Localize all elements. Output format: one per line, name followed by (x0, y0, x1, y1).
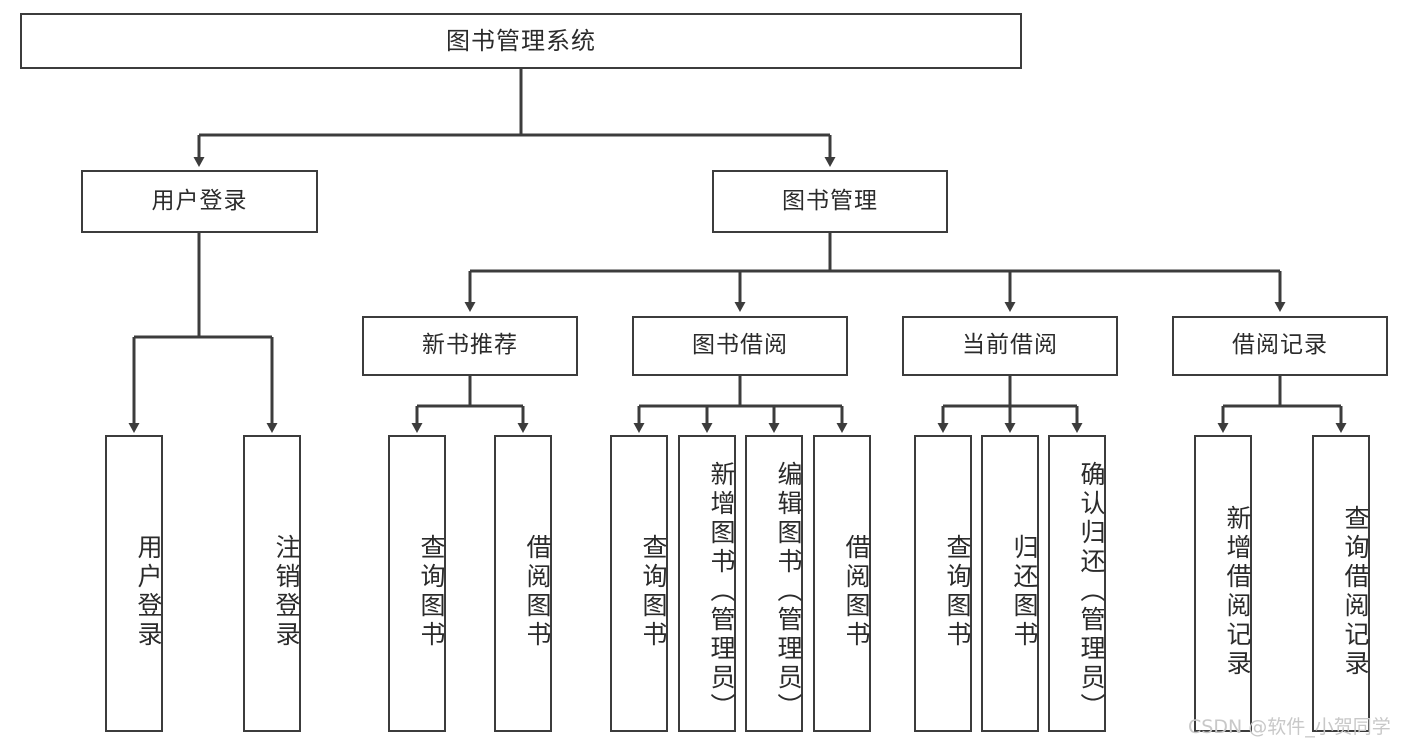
leaf-new-book-borrow[interactable]: 借阅图书 (494, 435, 552, 732)
node-new-book-recommend-label: 新书推荐 (422, 332, 518, 359)
csdn-watermark: CSDN @软件_小贺同学 (1188, 716, 1391, 738)
node-new-book-recommend[interactable]: 新书推荐 (362, 316, 578, 376)
node-user-login-label: 用户登录 (151, 187, 248, 214)
node-book-borrow[interactable]: 图书借阅 (632, 316, 848, 376)
leaf-current-confirm-return[interactable]: 确认归还（管理员） (1048, 435, 1106, 732)
node-book-borrow-label: 图书借阅 (692, 332, 788, 359)
leaf-label: 借阅图书 (523, 533, 552, 650)
leaf-user-login-login[interactable]: 用户登录 (105, 435, 163, 732)
leaf-current-return-book[interactable]: 归还图书 (981, 435, 1039, 732)
leaf-user-login-logout[interactable]: 注销登录 (243, 435, 301, 732)
leaf-label: 新增图书（管理员） (707, 461, 736, 722)
leaf-label: 编辑图书（管理员） (774, 461, 803, 722)
leaf-label: 查询借阅记录 (1341, 504, 1370, 679)
leaf-label: 新增借阅记录 (1223, 504, 1252, 679)
leaf-record-add[interactable]: 新增借阅记录 (1194, 435, 1252, 732)
leaf-borrow-query-book[interactable]: 查询图书 (610, 435, 668, 732)
node-borrow-record[interactable]: 借阅记录 (1172, 316, 1388, 376)
leaf-label: 借阅图书 (842, 533, 871, 650)
node-current-borrow[interactable]: 当前借阅 (902, 316, 1118, 376)
leaf-record-query[interactable]: 查询借阅记录 (1312, 435, 1370, 732)
leaf-label: 确认归还（管理员） (1077, 461, 1106, 722)
leaf-label: 归还图书 (1010, 533, 1039, 650)
node-borrow-record-label: 借阅记录 (1232, 332, 1328, 359)
leaf-borrow-add-book[interactable]: 新增图书（管理员） (678, 435, 736, 732)
leaf-current-query-book[interactable]: 查询图书 (914, 435, 972, 732)
leaf-label: 查询图书 (417, 533, 446, 650)
node-user-login[interactable]: 用户登录 (81, 170, 318, 233)
leaf-label: 查询图书 (943, 533, 972, 650)
leaf-label: 查询图书 (639, 533, 668, 650)
leaf-borrow-borrow-book[interactable]: 借阅图书 (813, 435, 871, 732)
leaf-label: 注销登录 (272, 533, 301, 650)
leaf-new-book-query[interactable]: 查询图书 (388, 435, 446, 732)
node-book-management[interactable]: 图书管理 (712, 170, 948, 233)
leaf-borrow-edit-book[interactable]: 编辑图书（管理员） (745, 435, 803, 732)
node-root-label: 图书管理系统 (446, 26, 596, 55)
node-current-borrow-label: 当前借阅 (962, 332, 1058, 359)
leaf-label: 用户登录 (134, 533, 163, 650)
node-root[interactable]: 图书管理系统 (20, 13, 1022, 69)
node-book-management-label: 图书管理 (782, 187, 878, 214)
